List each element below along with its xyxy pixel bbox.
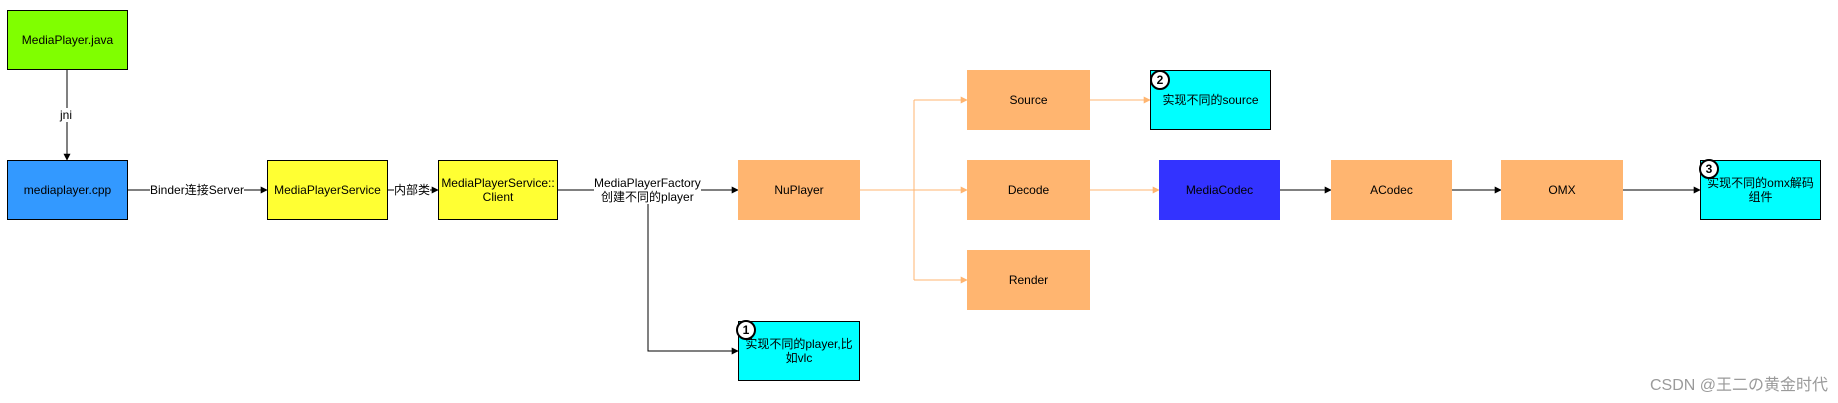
render-node: Render: [967, 250, 1090, 310]
mediaplayer-service-node: MediaPlayerService: [267, 160, 388, 220]
acodec-label: ACodec: [1370, 183, 1413, 197]
mediacodec-node: MediaCodec: [1159, 160, 1280, 220]
acodec-node: ACodec: [1331, 160, 1452, 220]
nuplayer-node: NuPlayer: [738, 160, 860, 220]
edge-label-binder: Binder连接Server: [150, 183, 245, 197]
edge-label-jni: jni: [60, 108, 73, 122]
decode-label: Decode: [1007, 183, 1050, 197]
watermark: CSDN @王二の黄金时代: [1649, 377, 1828, 394]
source-node: Source: [967, 70, 1090, 130]
note-player-node: 实现不同的player,比 如vlc: [738, 321, 860, 381]
mediaplayer-java-node: MediaPlayer.java: [7, 10, 128, 70]
note-omx-node: 实现不同的omx解码 组件: [1700, 160, 1821, 220]
mediaplayer-java-label: MediaPlayer.java: [21, 33, 114, 47]
mediaplayer-service-label: MediaPlayerService: [274, 183, 381, 197]
edge-label-inner: 内部类: [394, 183, 431, 197]
mediaplayer-service-client-label: MediaPlayerService:: Client: [441, 176, 555, 204]
mediaplayer-service-client-node: MediaPlayerService:: Client: [438, 160, 558, 220]
note-player-label: 实现不同的player,比 如vlc: [745, 337, 853, 365]
badge-player: 1: [736, 320, 756, 340]
mediaplayer-cpp-label: mediaplayer.cpp: [23, 183, 112, 197]
omx-label: OMX: [1548, 183, 1576, 197]
mediaplayer-cpp-node: mediaplayer.cpp: [7, 160, 128, 220]
edge-label-factory: MediaPlayerFactory 创建不同的player: [594, 176, 701, 204]
note-omx-label: 实现不同的omx解码 组件: [1707, 176, 1814, 204]
note-source-node: 实现不同的source: [1150, 70, 1271, 130]
source-label: Source: [1009, 93, 1048, 107]
badge-omx: 3: [1699, 159, 1719, 179]
badge-source: 2: [1150, 70, 1170, 90]
omx-node: OMX: [1501, 160, 1623, 220]
mediacodec-label: MediaCodec: [1185, 183, 1254, 197]
decode-node: Decode: [967, 160, 1090, 220]
note-source-label: 实现不同的source: [1162, 93, 1259, 107]
render-label: Render: [1008, 273, 1049, 287]
edge-factory-to-note-player: [647, 190, 739, 355]
nuplayer-label: NuPlayer: [774, 183, 824, 197]
